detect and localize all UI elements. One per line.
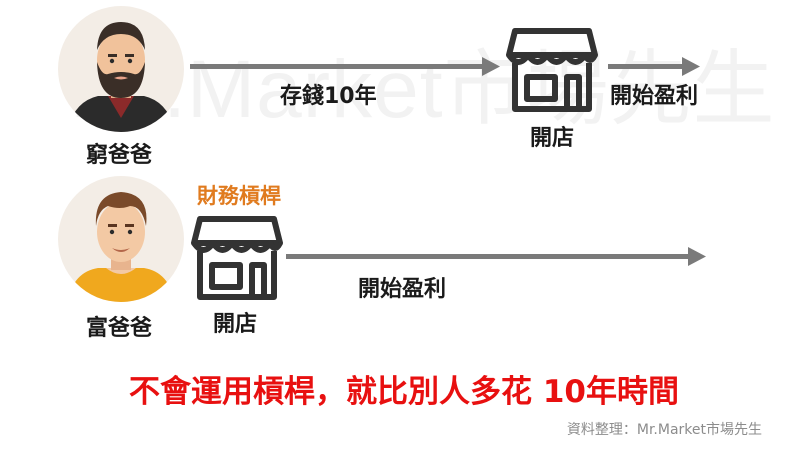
poor-dad-profit-label: 開始盈利: [610, 84, 699, 109]
headline: 不會運用槓桿，就比別人多花 10年時間: [129, 374, 679, 410]
financial-leverage-label: 財務槓桿: [197, 184, 281, 208]
arrow-icon: [286, 247, 706, 266]
rich-dad-avatar: [58, 176, 184, 302]
source-credit: 資料整理：Mr.Market市場先生: [566, 422, 762, 438]
arrow-icon: [190, 57, 500, 76]
rich-dad-profit-label: 開始盈利: [358, 277, 447, 302]
poor-dad-avatar: [58, 6, 184, 132]
rich-dad-shop-label: 開店: [213, 312, 258, 337]
poor-dad-shop-label: 開店: [530, 126, 575, 151]
poor-dad-name: 窮爸爸: [86, 143, 153, 168]
arrow-icon: [608, 57, 700, 76]
watermark: Mr.Market市場先生: [70, 44, 776, 135]
store-icon: [506, 28, 598, 112]
rich-dad-name: 富爸爸: [86, 316, 153, 341]
store-icon: [191, 216, 283, 300]
save-ten-years-label: 存錢10年: [280, 84, 377, 109]
